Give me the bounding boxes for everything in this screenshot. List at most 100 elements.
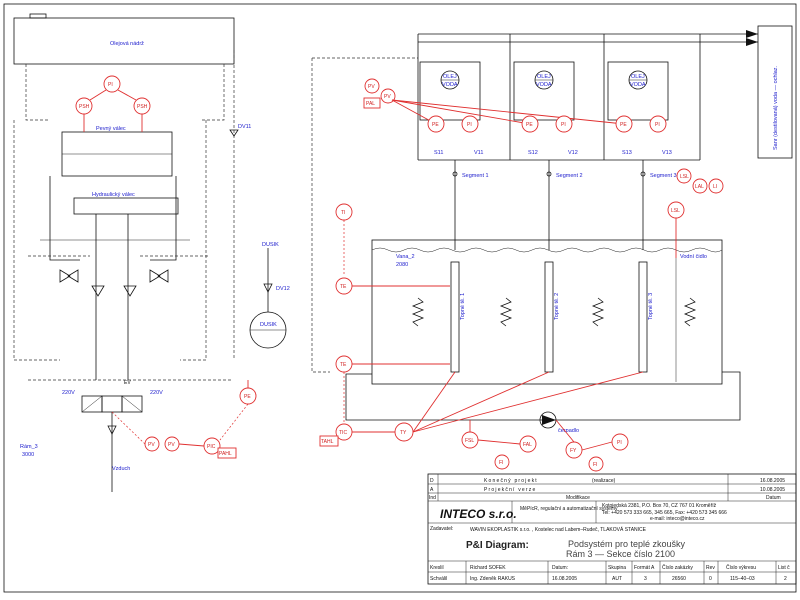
flow-relay-tag: FY: [570, 448, 577, 454]
pump-label: čerpadlo: [558, 428, 579, 434]
flow-alarm-low-tag: FAL: [523, 442, 532, 448]
segment-label-1: Segment 1: [462, 173, 489, 179]
company-logo: INTECO s.r.o.: [440, 507, 517, 521]
drawn-by: Richard SOFEK: [470, 565, 506, 571]
pressure-element-3-tag: PE: [620, 122, 627, 128]
oil-water-box-1: [419, 61, 481, 121]
heating-coil-2: [499, 297, 513, 327]
pressure-alarm-box: [363, 97, 381, 109]
pressure-indicator-3-tag: PI: [655, 122, 660, 128]
water-label-1: VODA: [442, 82, 458, 88]
pressure-valve-right-tag: PV: [384, 94, 391, 100]
checked-label: Schválil: [430, 576, 447, 582]
flow-indicator-right: [588, 456, 604, 472]
rev-d-note: (realizace): [592, 478, 616, 484]
water-label-2: VODA: [536, 82, 552, 88]
diagram-title-prefix: P&I Diagram:: [466, 540, 529, 551]
heating-coil-3: [591, 297, 605, 327]
valve-s11: S11: [434, 150, 443, 156]
pressure-controller-tag: PIC: [207, 444, 216, 450]
drawn-label: Kreslil: [430, 565, 444, 571]
frame-number: 3000: [22, 452, 34, 458]
temperature-indicator-tag: TI: [341, 210, 345, 216]
flow-indicator-left-tag: FI: [499, 460, 503, 466]
pressure-element-bottom-tag: PE: [244, 394, 251, 400]
sheet-value: 2: [784, 576, 787, 582]
checked-by: Ing. Zdeněk RAKUS: [470, 576, 516, 582]
dv11-label: DV11: [238, 124, 251, 130]
water-tank: [757, 25, 793, 159]
flow-indicator-right-tag: FI: [593, 462, 597, 468]
pressure-indicator-1: [461, 115, 479, 133]
level-switch-low: [676, 168, 692, 184]
valve-v11: V11: [474, 150, 483, 156]
temperature-alarm-tag: TAHL: [321, 439, 334, 445]
hydraulic-cylinder-label: Hydraulický válec: [92, 192, 135, 198]
oil-water-box-3: [607, 61, 669, 121]
temperature-element-2-tag: TE: [340, 362, 347, 368]
pressure-indicator-3: [649, 115, 667, 133]
group-label: Skupina: [608, 565, 626, 571]
sheet-label: List č: [778, 565, 790, 571]
address-1: Kotojedská 2381, P.O. Box 70, CZ 767 01 …: [602, 503, 717, 509]
date-label: Datum:: [552, 565, 568, 571]
format-label: Formát A: [634, 565, 655, 571]
temperature-controller-tag: TIC: [339, 430, 347, 436]
voltage-left: 220V: [62, 390, 75, 396]
date-value: 16.08.2005: [552, 576, 577, 582]
dv12-label: DV12: [276, 286, 290, 292]
frame-label: Rám_3: [20, 444, 38, 450]
rev-label: Rev: [706, 565, 715, 571]
pressure-indicator-2-tag: PI: [561, 122, 566, 128]
pressure-valve-left: [364, 78, 380, 94]
address-3: e-mail: inteco@inteco.cz: [650, 516, 705, 522]
drawing-value: 115–40–03: [730, 576, 755, 582]
heater-label-3: Topné tě. 3: [648, 293, 654, 320]
temperature-alarm-box: [319, 435, 339, 447]
pressure-alarm-tag: PAL: [366, 101, 375, 107]
oil-tank: [13, 17, 235, 65]
pressure-alarm-high-box: [217, 447, 237, 459]
drawing-label: Číslo výkresu: [726, 564, 756, 571]
pressure-alarm-high-tag: PAHL: [219, 451, 232, 457]
pressure-indicator-1-tag: PI: [467, 122, 472, 128]
pressure-element-2: [521, 115, 539, 133]
format-value: 3: [644, 576, 647, 582]
valve-s12: S12: [528, 150, 538, 156]
pressure-switch-left-tag: PSH: [79, 104, 90, 110]
address-2: Tel: +420 573 333 665, 345 665, Fax: +42…: [602, 510, 727, 516]
oil-label-3: OLEJ: [631, 74, 645, 80]
tank-number: 2080: [396, 262, 408, 268]
valve-v13: V13: [662, 150, 672, 156]
level-switch-tag: LSL: [671, 208, 680, 214]
level-alarm-low-tag: LAL: [695, 184, 704, 190]
title-block: D A Ind Konečný projekt (realizace) Proj…: [427, 473, 797, 585]
voltage-right: 220V: [150, 390, 163, 396]
pressure-element-3: [615, 115, 633, 133]
pressure-indicator-bottom-tag: PI: [617, 440, 622, 446]
pressure-element-2-tag: PE: [526, 122, 533, 128]
nitrogen-label: DUSIK: [262, 242, 279, 248]
oil-label-2: OLEJ: [537, 74, 551, 80]
ev-label: EV: [124, 380, 131, 386]
inlet-label: Vzduch: [112, 466, 130, 472]
pressure-indicator-top-tag: PI: [108, 82, 113, 88]
heating-coil-4: [683, 297, 697, 327]
water-label-3: VODA: [630, 82, 646, 88]
tank-label: Vana_2: [396, 254, 415, 260]
rev-d-text: Konečný projekt: [484, 478, 538, 484]
oil-water-box-2: [513, 61, 575, 121]
date-d: 16.08.2005: [760, 478, 785, 484]
client-name: WAVIN EKOPLASTIK s.r.o. , Kostelec nad L…: [470, 526, 647, 533]
segment-label-3: Segment 3: [650, 173, 677, 179]
rev-d: D: [430, 478, 434, 484]
date-a: 10.08.2005: [760, 487, 785, 493]
flow-indicator-left: [494, 454, 510, 470]
oil-label-1: OLEJ: [443, 74, 457, 80]
level-switch-low-tag: LSL: [680, 174, 689, 180]
diagram-title-main: Podsystém pro teplé zkoušky: [568, 539, 686, 549]
oil-tank-cap: [29, 13, 47, 19]
oil-tank-label: Olejová nádrž: [110, 41, 144, 47]
heating-coil-1: [411, 297, 425, 327]
